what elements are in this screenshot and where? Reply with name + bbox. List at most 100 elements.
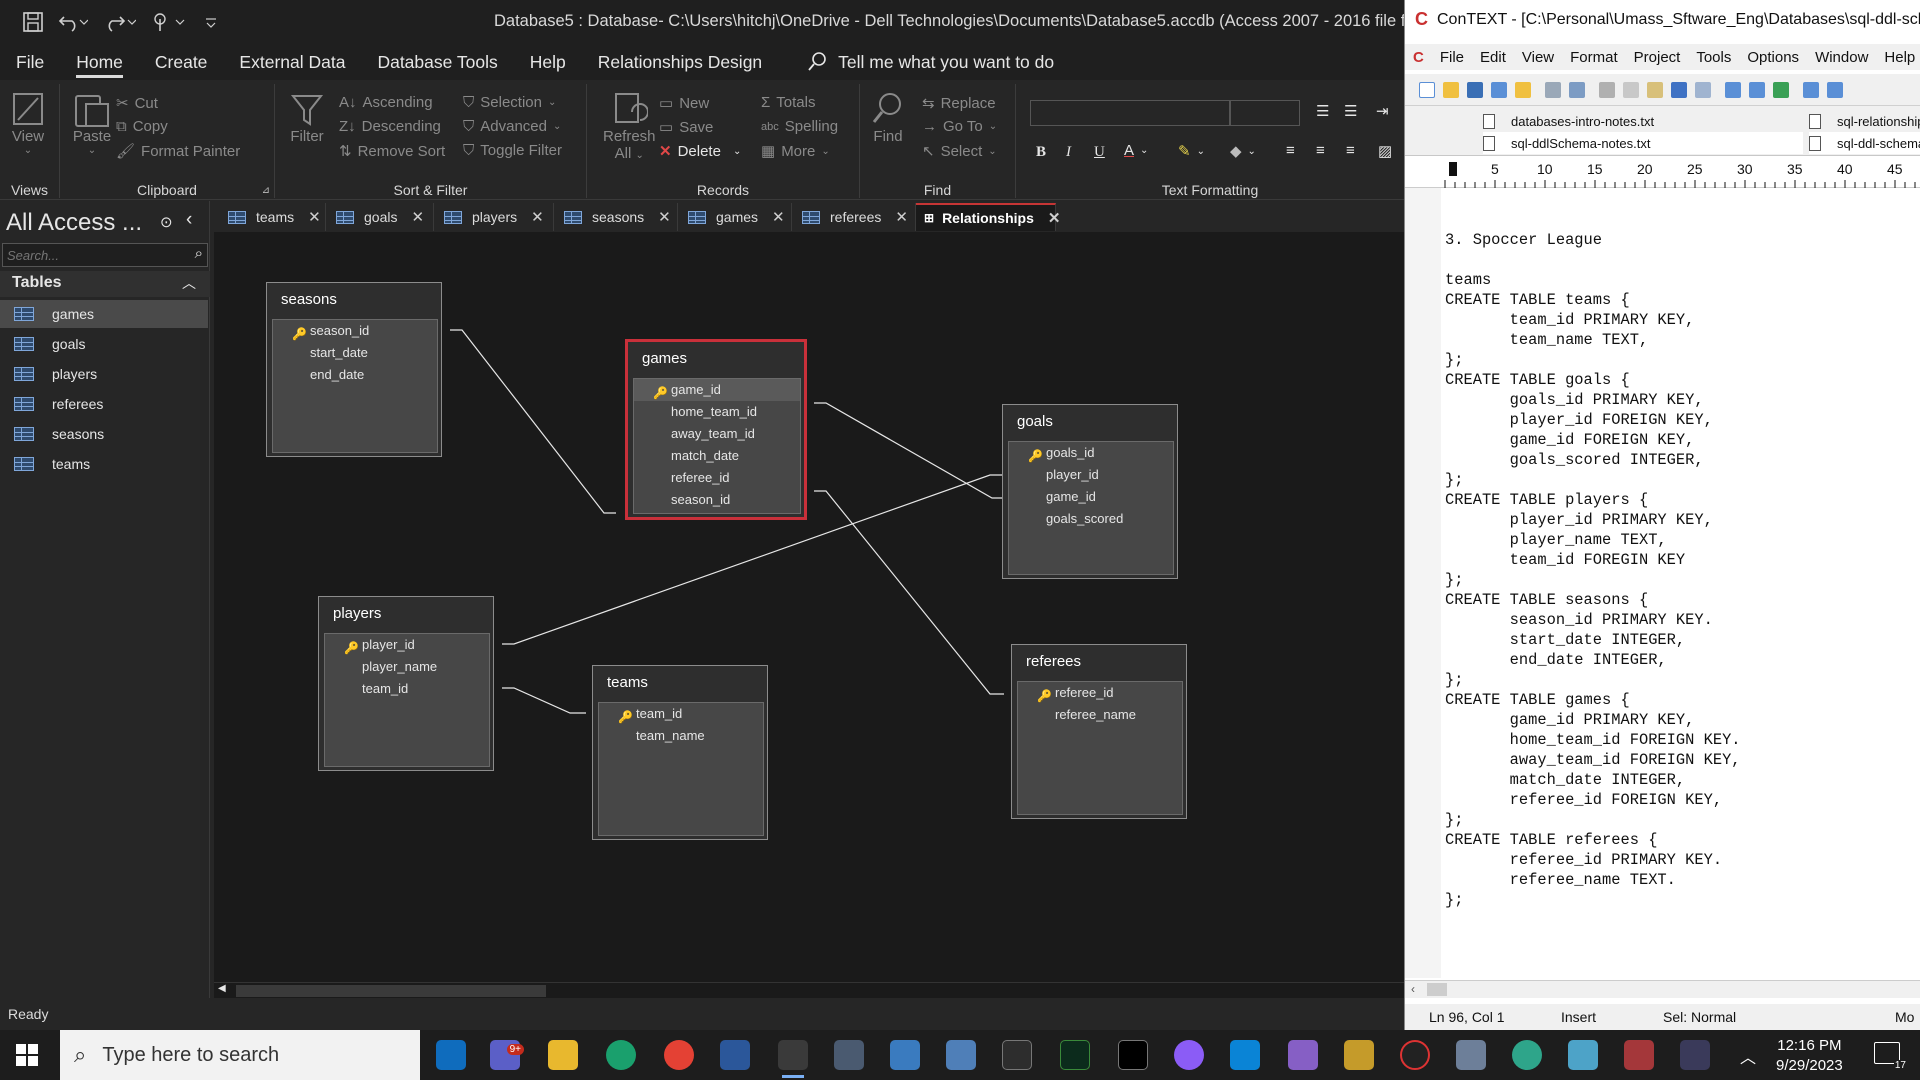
selection-button[interactable]: ⛉Selection⌄	[463, 94, 557, 111]
nav-item-referees[interactable]: referees	[0, 390, 208, 418]
table-title[interactable]: seasons	[281, 291, 337, 308]
close-icon[interactable]: ✕	[658, 209, 671, 226]
save-all-icon[interactable]	[1491, 82, 1507, 98]
context-menu-project[interactable]: Project	[1633, 48, 1681, 66]
ascending-button[interactable]: A↓Ascending	[339, 94, 433, 111]
field-item[interactable]: team_name	[636, 728, 705, 743]
table-box-players[interactable]: players 🔑player_id player_name team_id	[318, 596, 494, 771]
table-title[interactable]: teams	[607, 674, 648, 691]
field-item[interactable]: team_id	[362, 681, 409, 696]
context-taskbar-icon[interactable]	[778, 1040, 808, 1078]
toggle-filter-button[interactable]: ⛉Toggle Filter	[463, 142, 562, 159]
field-item[interactable]: 🔑player_id	[325, 634, 489, 656]
undo-icon[interactable]	[58, 10, 88, 34]
context-menu-edit[interactable]: Edit	[1480, 48, 1506, 66]
editor-horizontal-scrollbar[interactable]: ‹	[1405, 980, 1920, 998]
show-hidden-icons-icon[interactable]: ︿	[1740, 1050, 1757, 1067]
font-color-icon[interactable]: A⌄	[1124, 142, 1149, 159]
windows-start-icon[interactable]	[16, 1044, 38, 1066]
terminal-icon[interactable]	[1002, 1040, 1032, 1070]
save-icon[interactable]	[1467, 82, 1483, 98]
scroll-left-icon[interactable]: ◀	[218, 983, 226, 994]
open-folder-icon[interactable]	[1443, 82, 1459, 98]
nav-search-input[interactable]	[3, 244, 183, 266]
field-item[interactable]: 🔑season_id	[273, 320, 437, 342]
taskbar-search-box[interactable]: ⌕ Type here to search	[60, 1030, 420, 1080]
italic-icon[interactable]: I	[1066, 144, 1071, 160]
nav-pane-title[interactable]: All Access ...	[6, 209, 143, 236]
field-item[interactable]: end_date	[310, 367, 365, 382]
undo-icon[interactable]	[1671, 82, 1687, 98]
descending-button[interactable]: Z↓Descending	[339, 118, 441, 135]
tab-help[interactable]: Help	[529, 52, 566, 72]
doc-tab-teams[interactable]: teams✕	[218, 203, 326, 231]
table-box-goals[interactable]: goals 🔑goals_id player_id game_id goals_…	[1002, 404, 1178, 579]
customize-qat-icon[interactable]	[204, 10, 218, 34]
nav-item-goals[interactable]: goals	[0, 330, 208, 358]
close-icon[interactable]: ✕	[1047, 210, 1061, 227]
filter-button[interactable]: Filter	[289, 90, 325, 145]
close-icon[interactable]: ✕	[411, 209, 425, 226]
field-item[interactable]: season_id	[671, 492, 731, 507]
copy-icon[interactable]	[1623, 82, 1639, 98]
table-box-seasons[interactable]: seasons 🔑season_id start_date end_date	[266, 282, 442, 457]
tell-me-box[interactable]: Tell me what you want to do	[806, 51, 1054, 73]
select-button[interactable]: ↖Select⌄	[922, 142, 997, 161]
context-menu-view[interactable]: View	[1521, 48, 1555, 66]
context-doc-icon[interactable]: C	[1413, 48, 1424, 66]
app-icon-20[interactable]	[1512, 1040, 1542, 1070]
app-icon-18[interactable]	[1400, 1040, 1430, 1070]
relation-line-games-goals[interactable]	[814, 402, 1004, 499]
table-title[interactable]: games	[642, 350, 688, 367]
align-right-icon[interactable]: ≡	[1346, 142, 1355, 159]
app-icon-9[interactable]	[890, 1040, 920, 1070]
print-preview-icon[interactable]	[1569, 82, 1585, 98]
paste-button[interactable]: Paste⌄	[72, 90, 112, 156]
table-box-games[interactable]: games 🔑game_id home_team_id away_team_id…	[625, 339, 807, 520]
search-icon[interactable]: ⌕	[194, 245, 203, 262]
replace-icon[interactable]	[1773, 82, 1789, 98]
console-icon[interactable]	[1060, 1040, 1090, 1070]
outlook-icon[interactable]	[436, 1040, 466, 1070]
tables-section-header[interactable]: Tables ︿	[0, 271, 210, 297]
more-button[interactable]: ▦More⌄	[761, 142, 830, 161]
find-icon[interactable]	[1725, 82, 1741, 98]
new-record-button[interactable]: ▭New	[659, 94, 710, 113]
file-tab-sql-ddl-schema[interactable]: sql-ddl-schema-	[1809, 132, 1920, 154]
teams-icon[interactable]: 9+	[490, 1040, 524, 1070]
format-painter-button[interactable]: 🖌Format Painter	[116, 142, 241, 161]
context-menu-tools[interactable]: Tools	[1696, 48, 1732, 66]
chrome-icon[interactable]	[664, 1040, 694, 1070]
context-menu-help[interactable]: Help	[1884, 48, 1916, 66]
tab-home[interactable]: Home	[60, 44, 139, 80]
doc-tab-referees[interactable]: referees✕	[792, 203, 916, 231]
field-item[interactable]: goals_scored	[1046, 511, 1124, 526]
table-box-teams[interactable]: teams 🔑team_id team_name	[592, 665, 768, 840]
field-item[interactable]: player_name	[362, 659, 438, 674]
font-size-select[interactable]	[1230, 100, 1300, 126]
refresh-all-button[interactable]: Refresh All ⌄	[603, 90, 656, 162]
table-box-referees[interactable]: referees 🔑referee_id referee_name	[1011, 644, 1187, 819]
cmd-icon[interactable]	[1118, 1040, 1148, 1070]
context-menu-format[interactable]: Format	[1570, 48, 1618, 66]
app-icon-8[interactable]	[834, 1040, 864, 1070]
cut-button[interactable]: ✂Cut	[116, 94, 158, 113]
horizontal-scrollbar[interactable]: ◀	[214, 982, 1404, 998]
word-icon[interactable]	[720, 1040, 750, 1070]
go-to-button[interactable]: →Go To⌄	[922, 118, 998, 135]
find-button[interactable]: Find	[870, 90, 906, 145]
vscode-icon[interactable]	[1230, 1040, 1260, 1070]
print-icon[interactable]	[1545, 82, 1561, 98]
paste-icon[interactable]	[1647, 82, 1663, 98]
table-title[interactable]: players	[333, 605, 382, 622]
access-taskbar-icon[interactable]	[1624, 1040, 1654, 1070]
font-name-select[interactable]	[1030, 100, 1230, 126]
touch-mode-icon[interactable]	[152, 10, 192, 34]
find-next-icon[interactable]	[1749, 82, 1765, 98]
relation-line-games-referees[interactable]	[814, 490, 1004, 695]
app-icon-10[interactable]	[946, 1040, 976, 1070]
doc-tab-goals[interactable]: goals✕	[326, 203, 434, 231]
collapse-pane-icon[interactable]: ‹	[186, 209, 193, 230]
edge-icon[interactable]	[606, 1040, 636, 1070]
